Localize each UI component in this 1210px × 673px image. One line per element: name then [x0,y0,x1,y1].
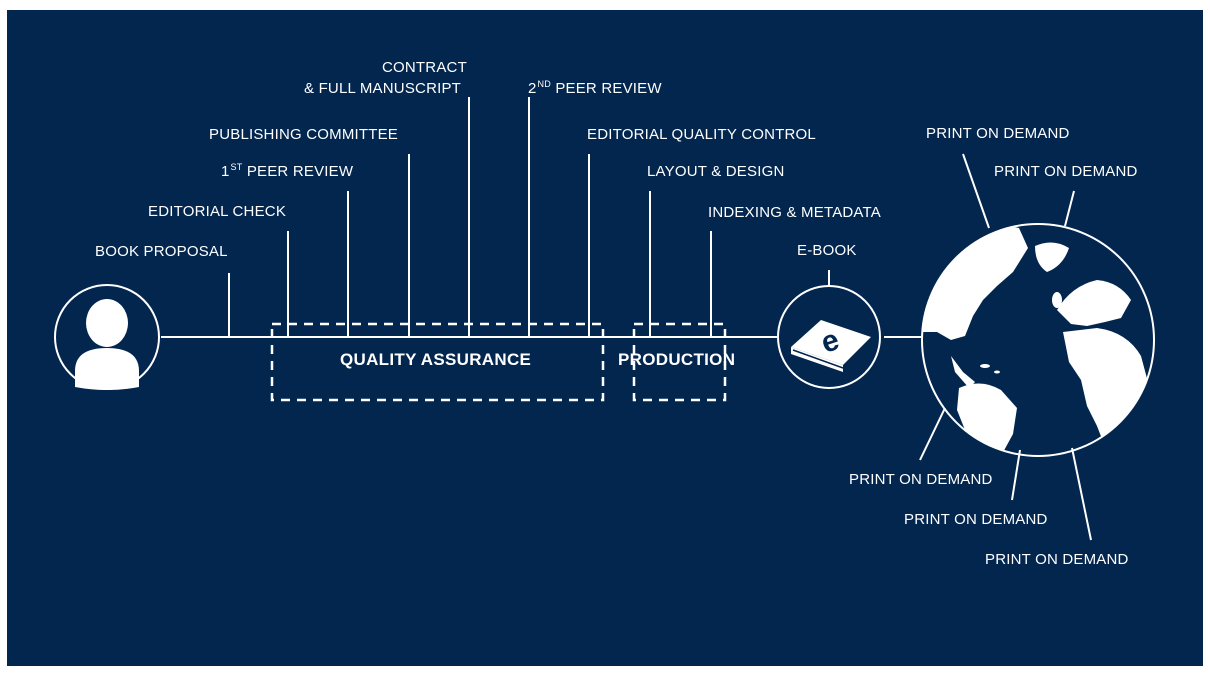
label-editorial-quality-control: EDITORIAL QUALITY CONTROL [587,126,816,143]
print-on-demand-label: PRINT ON DEMAND [904,511,1048,528]
pod-line-2 [1064,190,1075,227]
pod-line-3 [919,407,946,461]
production-box [632,322,727,402]
print-on-demand-label: PRINT ON DEMAND [985,551,1129,568]
first-peer-review-number: 1 [221,163,230,180]
label-contract-line1: CONTRACT [382,59,467,76]
label-contract-line2: & FULL MANUSCRIPT [304,80,462,97]
label-first-peer-review: 1ST PEER REVIEW [221,163,353,181]
ebook-icon: e [777,285,881,389]
second-peer-review-text: PEER REVIEW [550,80,662,97]
label-second-peer-review: 2ND PEER REVIEW [528,80,662,98]
label-publishing-committee: PUBLISHING COMMITTEE [209,126,399,143]
diagram-canvas: e [7,10,1203,666]
pod-line-1 [962,153,990,229]
print-on-demand-label: PRINT ON DEMAND [926,125,1070,142]
production-title: PRODUCTION [618,350,736,369]
pod-line-5 [1071,447,1092,541]
diagram-graphics: e [54,97,1155,541]
label-indexing-metadata: INDEXING & METADATA [708,204,881,221]
second-peer-review-suffix: ND [537,79,551,89]
globe-icon [921,223,1155,457]
second-peer-review-number: 2 [528,80,537,97]
person-icon [54,284,160,390]
label-editorial-check: EDITORIAL CHECK [148,203,287,220]
pod-line-4 [1011,449,1021,501]
quality-assurance-box [270,322,605,402]
first-peer-review-text: PEER REVIEW [242,163,354,180]
print-on-demand-label: PRINT ON DEMAND [994,163,1138,180]
quality-assurance-title: QUALITY ASSURANCE [340,350,532,369]
label-ebook: E-BOOK [797,242,857,259]
label-book-proposal: BOOK PROPOSAL [95,243,228,260]
label-layout-design: LAYOUT & DESIGN [647,163,785,180]
print-on-demand-label: PRINT ON DEMAND [849,471,993,488]
first-peer-review-suffix: ST [230,162,243,172]
